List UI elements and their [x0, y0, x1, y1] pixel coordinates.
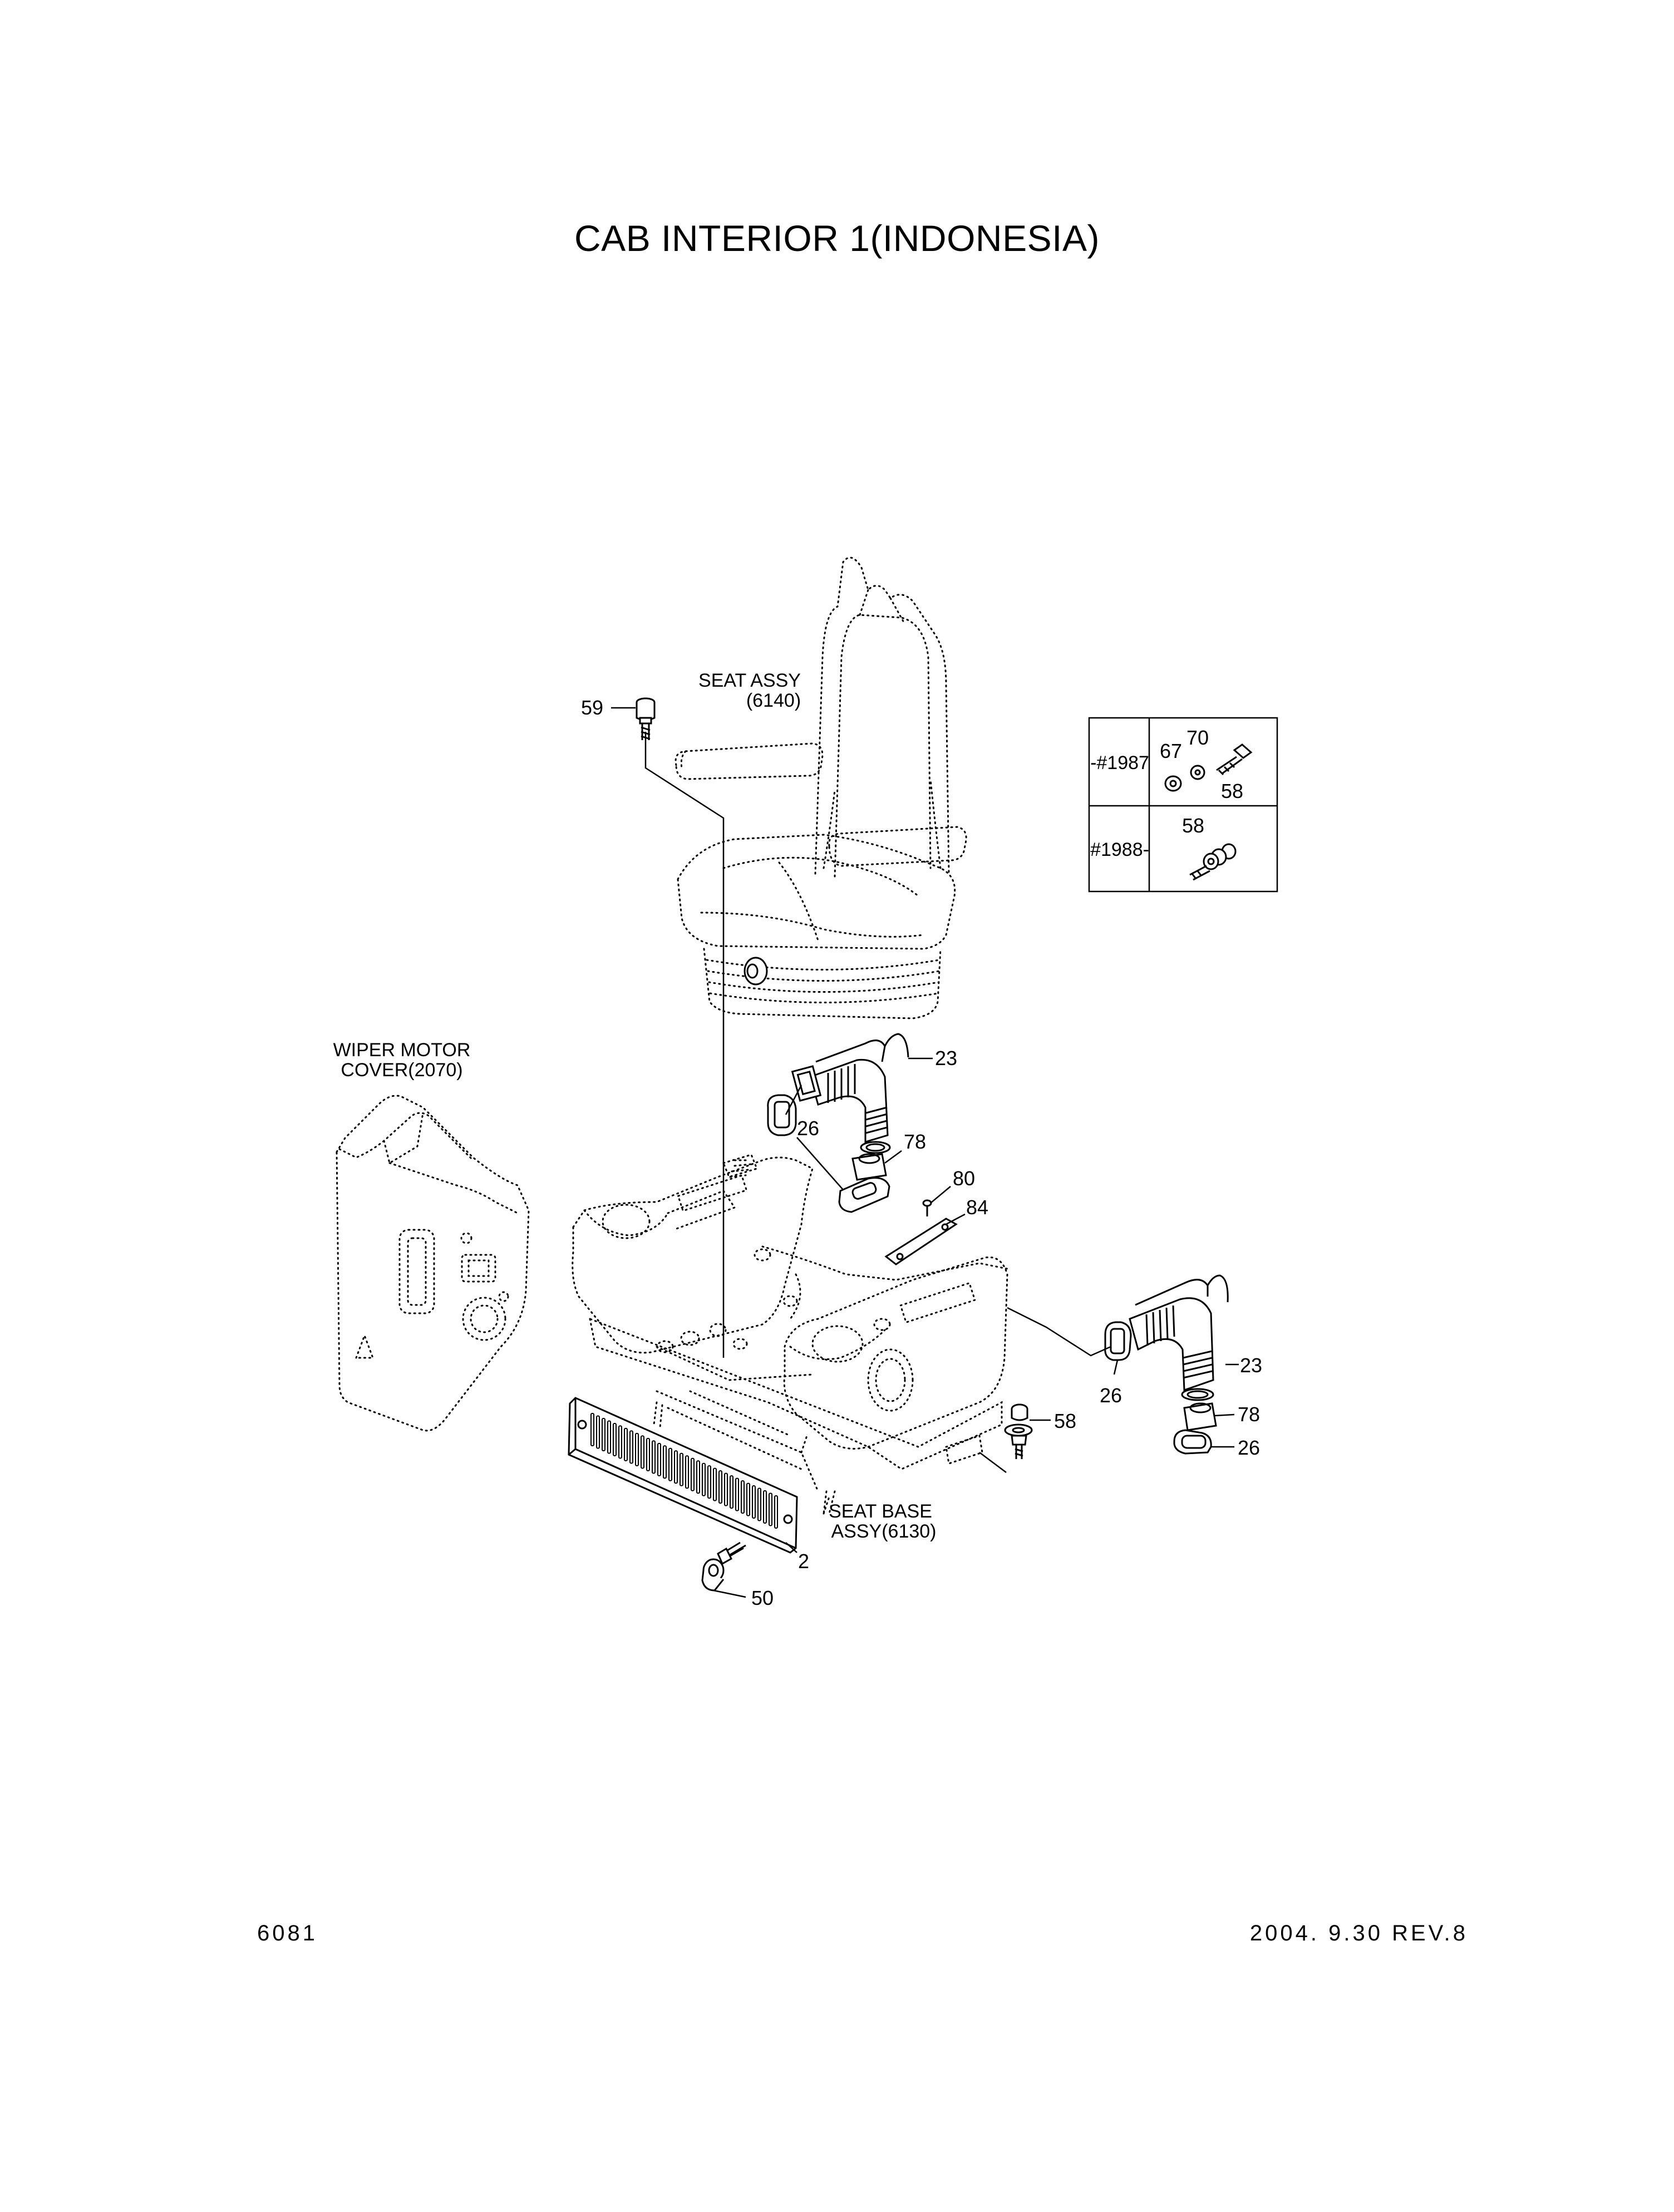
grille-slot — [680, 1452, 683, 1486]
callout-26-upper: 26 — [797, 1117, 819, 1140]
grille-slot — [757, 1487, 761, 1521]
end-cap-26-lower-left — [1104, 1321, 1132, 1361]
seat-assy-label-line1: SEAT ASSY — [698, 670, 801, 691]
cover-plate-84 — [884, 1218, 958, 1265]
grille-slot — [607, 1420, 611, 1454]
callout-84: 84 — [966, 1196, 988, 1219]
grille-slot — [724, 1472, 728, 1506]
grille-slot — [624, 1427, 628, 1461]
end-cap-26-upper — [767, 1094, 797, 1136]
grille-slot — [657, 1442, 661, 1476]
grille-slot — [763, 1490, 767, 1524]
grille-slot — [652, 1440, 656, 1474]
grip-handle-23-upper — [791, 1033, 909, 1154]
grille-slot — [641, 1435, 644, 1469]
air-grille-part-2 — [568, 1397, 798, 1554]
grille-slot — [691, 1457, 695, 1491]
callout-78-lower: 78 — [1238, 1403, 1260, 1426]
bolt-58-washers-table-icon — [1189, 843, 1237, 881]
grille-slot — [696, 1460, 700, 1494]
end-cap-26-mid — [838, 1177, 890, 1213]
bolt-58-icon — [1004, 1403, 1033, 1459]
variant-row1-part-70: 70 — [1186, 726, 1209, 749]
seat-assy-label-line2: (6140) — [746, 690, 801, 711]
callout-59: 59 — [581, 696, 603, 719]
grille-slot — [674, 1450, 678, 1484]
grille-slot — [590, 1413, 594, 1446]
callout-23-lower: 23 — [1240, 1354, 1262, 1377]
wiper-motor-cover-drawing — [336, 1095, 530, 1432]
grille-slot — [752, 1485, 756, 1519]
grille-slot — [613, 1422, 617, 1456]
grille-slot — [707, 1465, 711, 1499]
grille-slot — [635, 1432, 639, 1466]
wiper-motor-cover-label-line1: WIPER MOTOR — [333, 1040, 471, 1061]
variant-row1-label: -#1987 — [1090, 752, 1149, 774]
grille-slot — [769, 1492, 772, 1526]
grille-slot — [596, 1415, 600, 1449]
grille-slot — [663, 1445, 667, 1479]
page-title: CAB INTERIOR 1(INDONESIA) — [574, 218, 1100, 259]
spring-washer-70-icon — [1190, 765, 1205, 780]
grille-slot — [774, 1495, 778, 1529]
grille-slot — [730, 1475, 733, 1509]
callout-leader-lines — [713, 1057, 1239, 1598]
grille-slot — [602, 1417, 605, 1451]
bolt-59-icon — [636, 697, 656, 740]
callout-26-lower: 26 — [1238, 1436, 1260, 1459]
grille-slot — [702, 1462, 706, 1496]
grille-slot — [646, 1437, 650, 1471]
seat-base-assembly-drawing — [572, 1154, 1008, 1515]
variant-table — [1088, 717, 1278, 893]
nut-78-lower — [1183, 1402, 1217, 1431]
washer-67-icon — [1164, 775, 1182, 792]
wiper-motor-cover-label-line2: COVER(2070) — [341, 1060, 462, 1081]
screw-80-icon — [922, 1199, 932, 1216]
variant-row1-part-58: 58 — [1221, 780, 1243, 802]
grille-slot — [713, 1467, 717, 1501]
screw-50-icon — [701, 1541, 746, 1592]
date-revision: 2004. 9.30 REV.8 — [1249, 1921, 1468, 1945]
callout-23-upper: 23 — [935, 1047, 957, 1070]
end-cap-26-lower — [1173, 1429, 1212, 1455]
grip-handle-23-lower — [1129, 1274, 1229, 1401]
callout-58: 58 — [1054, 1410, 1076, 1432]
variant-row2-label: #1988- — [1090, 839, 1149, 860]
seat-assembly-drawing — [674, 556, 967, 1019]
grille-slot — [618, 1425, 622, 1459]
variant-row1-part-67: 67 — [1160, 740, 1182, 762]
bolt-58-table-icon — [1216, 743, 1253, 776]
mounting-line — [644, 732, 725, 1358]
callout-26-lower-left: 26 — [1100, 1384, 1122, 1407]
seat-base-assy-label-line2: ASSY(6130) — [831, 1521, 937, 1542]
page-number: 6081 — [257, 1921, 318, 1945]
grille-slot — [746, 1482, 750, 1516]
grille-slot — [741, 1480, 745, 1514]
nut-78-upper — [851, 1153, 887, 1181]
grille-slot — [668, 1447, 672, 1481]
callout-50: 50 — [751, 1587, 774, 1609]
variant-row2-part-58: 58 — [1182, 814, 1204, 837]
grille-slot — [718, 1470, 722, 1504]
seat-base-assy-label-line1: SEAT BASE — [829, 1501, 932, 1522]
grille-slot — [629, 1430, 633, 1464]
callout-2: 2 — [798, 1550, 809, 1573]
callout-80: 80 — [953, 1167, 975, 1190]
callout-78-upper: 78 — [904, 1130, 926, 1153]
grille-slot — [735, 1477, 739, 1511]
grille-slot — [685, 1455, 689, 1489]
